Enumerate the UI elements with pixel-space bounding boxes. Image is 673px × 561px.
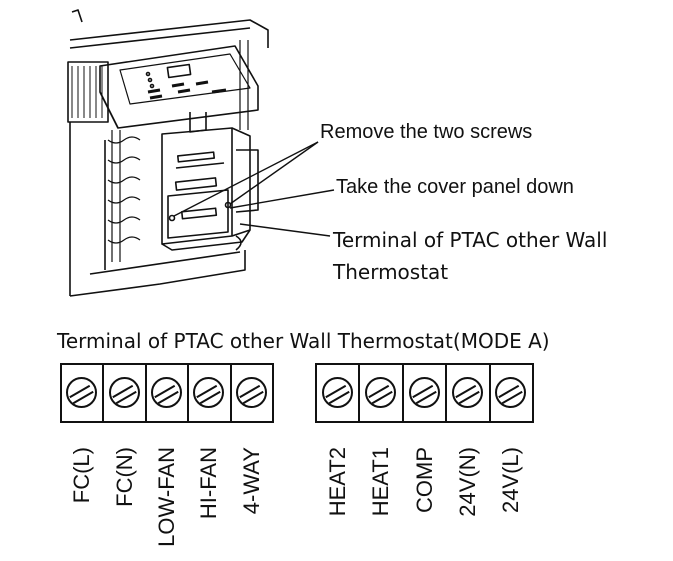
terminal-label: HEAT2 <box>324 447 350 517</box>
screw-icon <box>151 377 183 408</box>
screw-icon <box>365 377 397 408</box>
terminal-label: HI-FAN <box>196 447 222 520</box>
screw-icon <box>408 377 440 408</box>
terminal-label: 24V(N) <box>454 447 480 517</box>
screw-icon <box>108 377 140 408</box>
terminal-label: 24V(L) <box>498 447 524 514</box>
screw-icon <box>235 377 267 408</box>
terminal-label: FC(N) <box>111 447 137 507</box>
screw-icon <box>193 377 225 408</box>
terminal-label: LOW-FAN <box>154 447 180 547</box>
terminal-label: COMP <box>411 447 437 513</box>
terminal-label: FC(L) <box>69 447 95 504</box>
terminal-fc-l: FC(L) <box>62 365 105 503</box>
terminal-24v-n: 24V(N) <box>447 365 491 517</box>
screw-icon <box>451 377 483 408</box>
terminal-heat1: HEAT1 <box>360 365 404 516</box>
terminal-comp: COMP <box>404 365 448 513</box>
terminal-group-right: HEAT2 HEAT1 COMP 24V(N) 24V(L) <box>315 363 534 517</box>
callout-cover-panel: Take the cover panel down <box>336 176 574 198</box>
terminal-hi-fan: HI-FAN <box>189 365 232 519</box>
callout-terminal-line2: Thermostat <box>333 260 449 284</box>
terminal-strip-title: Terminal of PTAC other Wall Thermostat(M… <box>57 329 550 353</box>
screw-icon <box>66 377 98 408</box>
terminal-group-left: FC(L) FC(N) LOW-FAN HI-FAN 4-WAY <box>60 363 274 547</box>
terminal-label: HEAT1 <box>368 447 394 517</box>
callout-remove-screws: Remove the two screws <box>320 121 533 143</box>
terminal-heat2: HEAT2 <box>317 365 361 516</box>
terminal-24v-l: 24V(L) <box>491 365 532 513</box>
callout-terminal: Terminal of PTAC other Wall Thermostat <box>333 224 607 288</box>
callout-terminal-line1: Terminal of PTAC other Wall <box>333 228 608 252</box>
terminal-label: 4-WAY <box>238 447 264 515</box>
terminal-4-way: 4-WAY <box>232 365 272 514</box>
terminal-fc-n: FC(N) <box>104 365 147 507</box>
screw-icon <box>495 377 527 408</box>
ptac-unit-drawing <box>67 9 335 297</box>
terminal-low-fan: LOW-FAN <box>147 365 190 547</box>
screw-icon <box>321 377 353 408</box>
